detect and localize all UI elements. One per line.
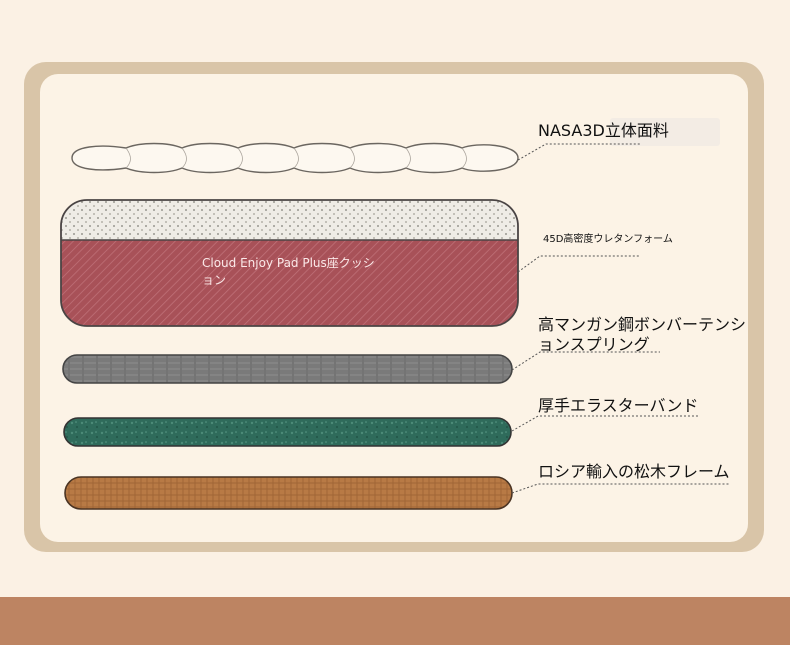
leader-line-mesh [517,143,640,161]
mesh-fabric-layer [71,142,519,174]
leader-line-foam [517,255,640,273]
spring-layer [62,354,513,384]
leader-line-band [511,415,700,432]
bottom-band [0,597,790,645]
label-elastic-band: 厚手エラスターバンド [538,396,699,415]
leader-line-spring [511,351,660,371]
leader-line-frame [511,483,730,494]
label-spring-line2: ョンスプリング [538,335,650,354]
cushion-layer [60,199,519,327]
label-spring-line1: 高マンガン鋼ボンバーテンシ [538,315,747,334]
label-urethane-foam: 45D高密度ウレタンフォーム [543,234,673,245]
label-pine-frame: ロシア輸入の松木フレーム [538,462,730,481]
label-mesh-fabric: NASA3D立体面料 [538,121,669,140]
label-highlight [610,118,720,146]
cushion-label: Cloud Enjoy Pad Plus座クッション [202,256,375,287]
pine-frame-layer [64,476,513,510]
elastic-band-layer [63,417,512,447]
